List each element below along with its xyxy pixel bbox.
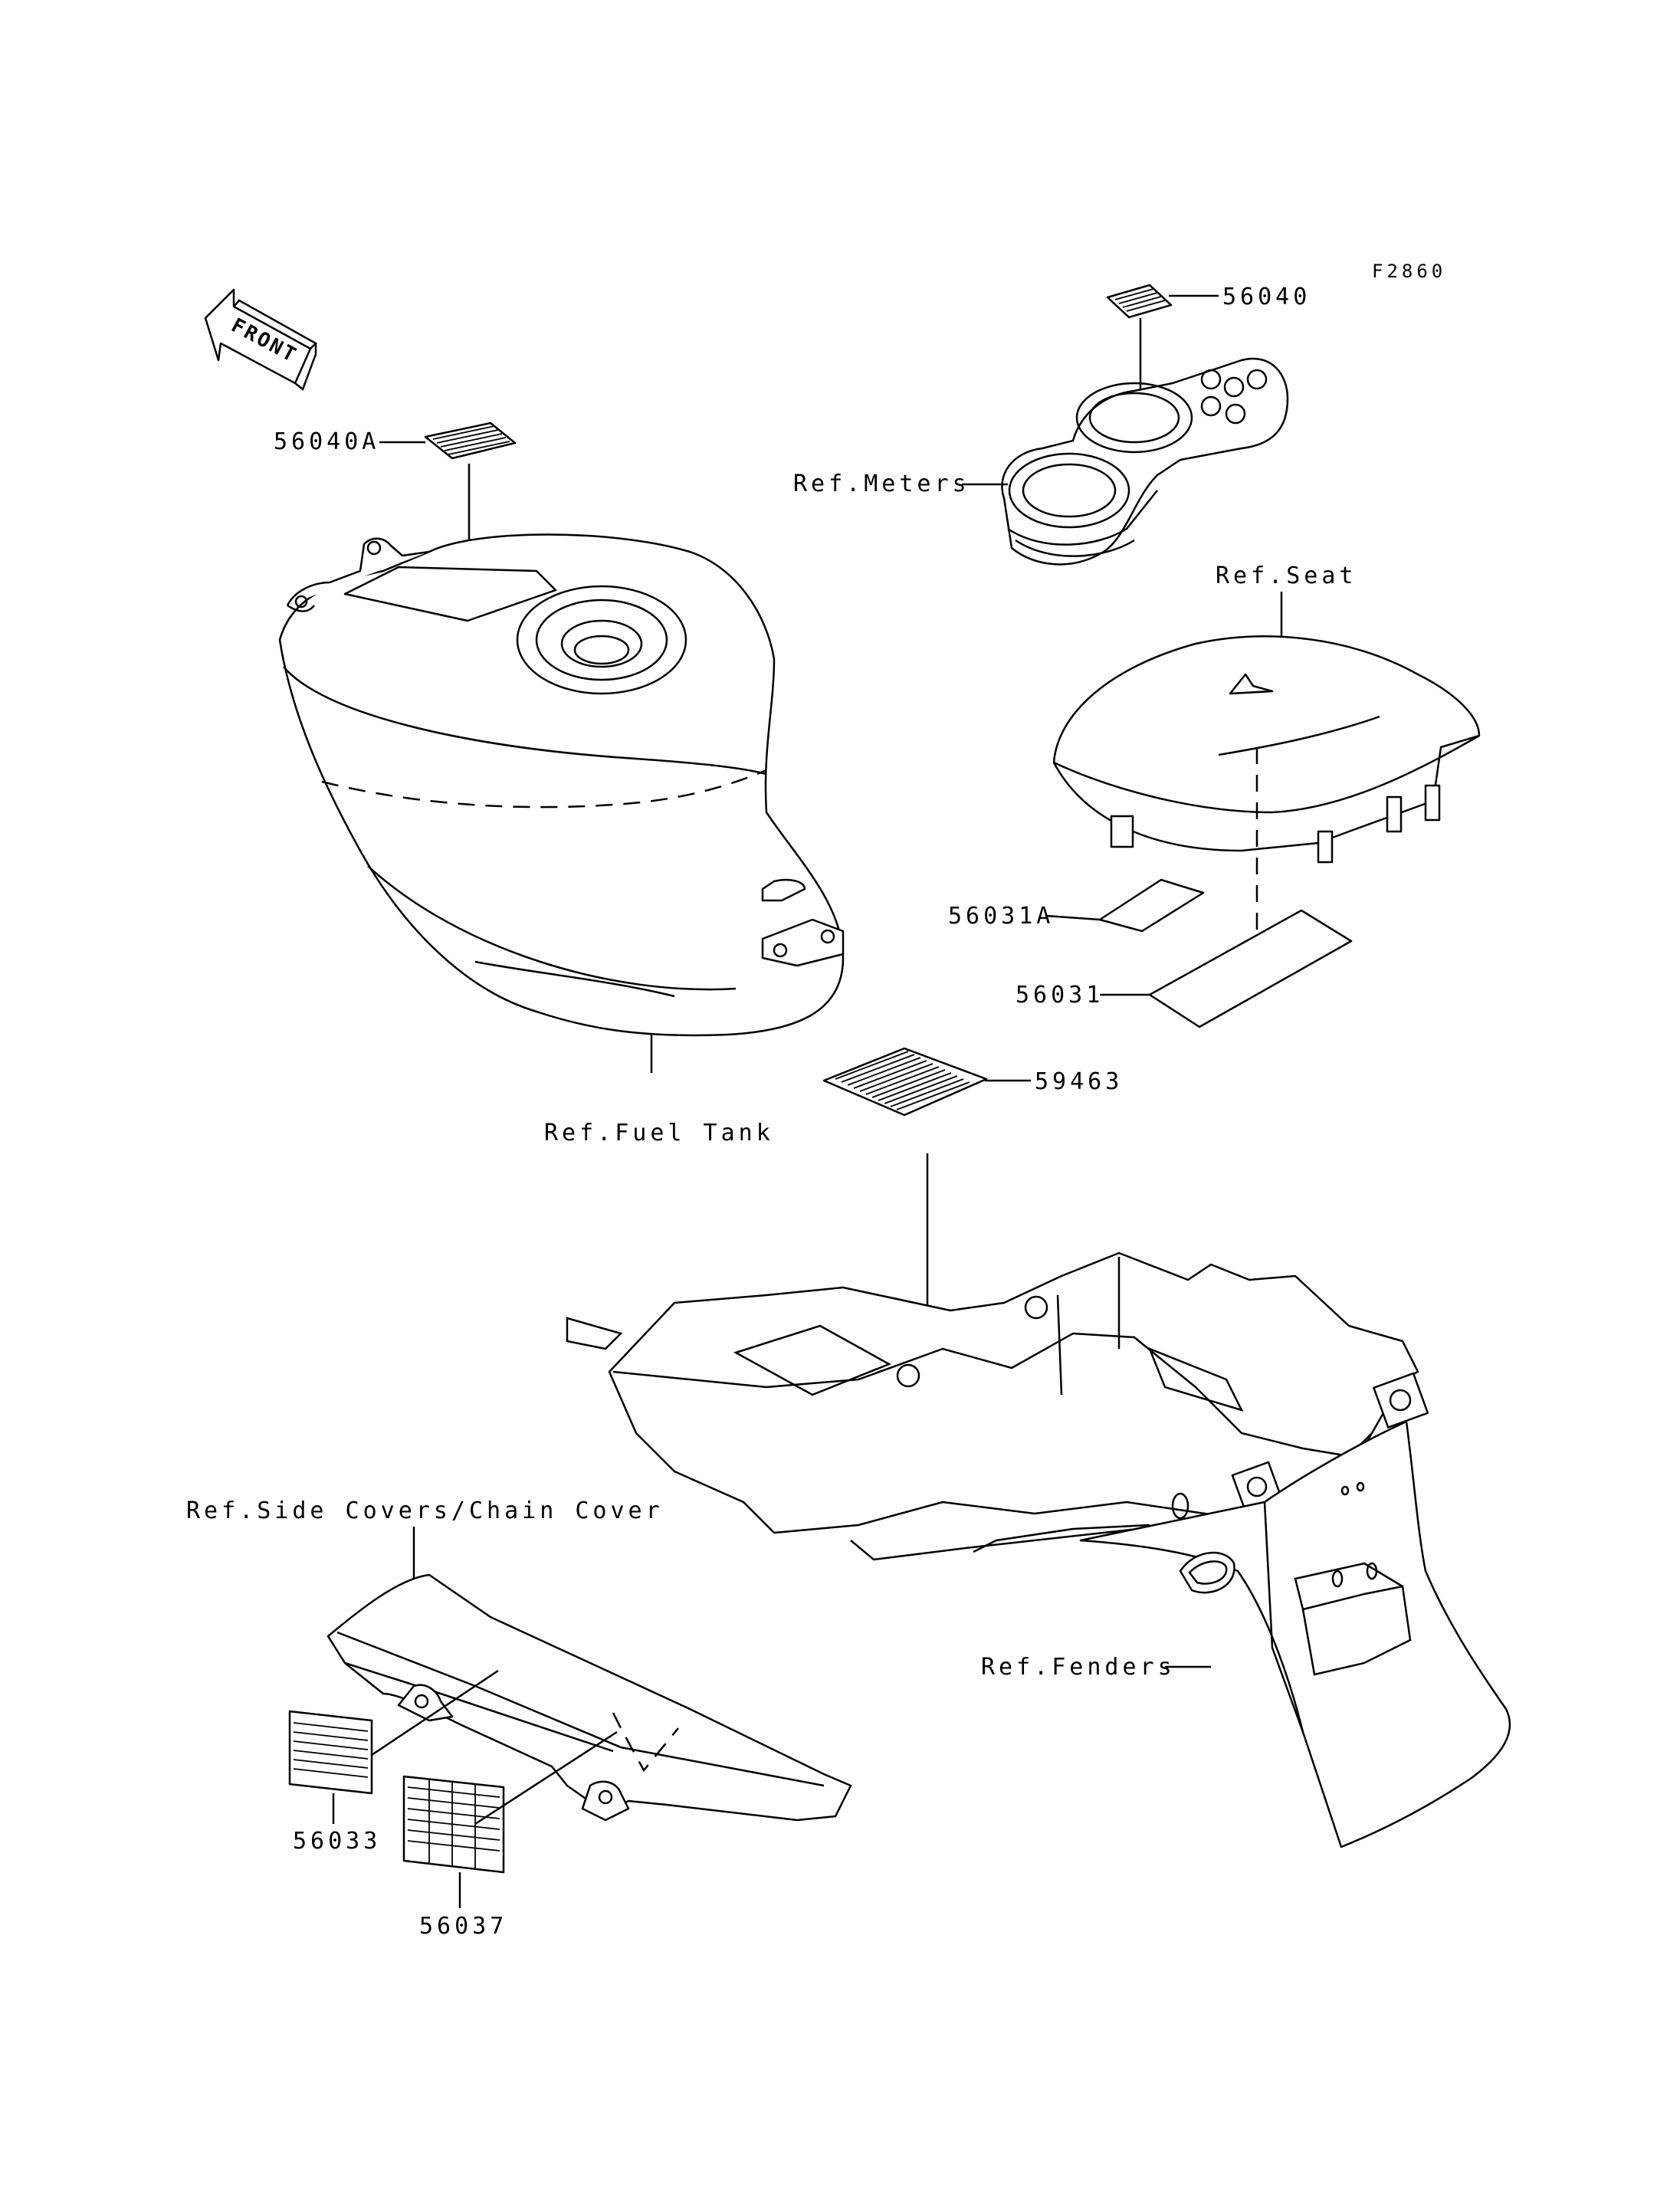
- label-56031A-icon: [1098, 878, 1205, 933]
- callout-56031[interactable]: 56031: [1016, 982, 1104, 1009]
- seat: [1052, 635, 1481, 864]
- ref-side-covers[interactable]: Ref.Side Covers/Chain Cover: [186, 1497, 664, 1524]
- label-59463-icon: [822, 1047, 988, 1117]
- rear-fender: [1079, 1420, 1511, 1848]
- callout-56031A[interactable]: 56031A: [948, 903, 1054, 930]
- label-56033-icon: [288, 1710, 373, 1795]
- label-56040A-icon: [424, 422, 517, 460]
- meters-assembly: [1001, 357, 1289, 566]
- ref-seat[interactable]: Ref.Seat: [1216, 563, 1357, 589]
- callout-56033[interactable]: 56033: [293, 1828, 381, 1855]
- label-56040-icon: [1106, 284, 1173, 319]
- fuel-tank: [278, 533, 845, 1037]
- label-56037-icon: [402, 1775, 505, 1874]
- callout-56037[interactable]: 56037: [419, 1913, 507, 1940]
- callout-56040[interactable]: 56040: [1222, 284, 1311, 310]
- front-arrow-icon: FRONT: [204, 288, 318, 392]
- ref-fenders[interactable]: Ref.Fenders: [981, 1654, 1176, 1681]
- label-56031-icon: [1148, 909, 1353, 1028]
- ref-meters[interactable]: Ref.Meters: [793, 471, 970, 497]
- chain-cover: [326, 1573, 852, 1822]
- ref-fuel-tank[interactable]: Ref.Fuel Tank: [544, 1120, 774, 1146]
- figure-code: F2860: [1372, 261, 1446, 282]
- callout-56040A[interactable]: 56040A: [274, 428, 379, 455]
- rear-under-tray: [566, 1251, 1429, 1561]
- callout-59463[interactable]: 59463: [1035, 1068, 1123, 1095]
